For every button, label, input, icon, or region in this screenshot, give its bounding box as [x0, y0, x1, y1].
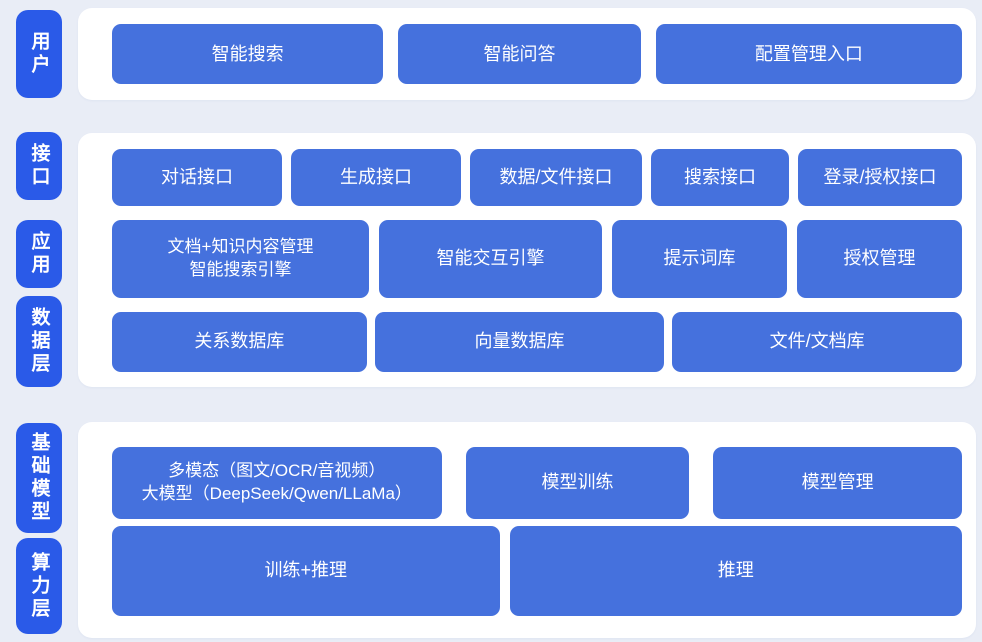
block-file-doc-store: 文件/文档库 — [672, 311, 962, 372]
block-prompt-library: 提示词库 — [612, 219, 787, 298]
layer-label-application: 应用 — [16, 220, 62, 288]
block-config-management-entry: 配置管理入口 — [655, 24, 962, 84]
block-doc-knowledge-line1: 文档+知识内容管理 — [167, 236, 314, 256]
block-training-inference: 训练+推理 — [112, 525, 500, 616]
layer-label-compute-layer-text: 算力层 — [28, 551, 50, 621]
block-login-auth-api: 登录/授权接口 — [798, 148, 962, 206]
block-search-api: 搜索接口 — [651, 148, 789, 206]
panel-model-compute-section: 多模态（图文/OCR/音视频） 大模型（DeepSeek/Qwen/LLaMa）… — [78, 422, 976, 638]
block-relational-db: 关系数据库 — [112, 311, 367, 372]
row-foundation-models: 多模态（图文/OCR/音视频） 大模型（DeepSeek/Qwen/LLaMa）… — [112, 446, 962, 519]
layer-label-user: 用户 — [16, 10, 62, 98]
block-model-management: 模型管理 — [713, 446, 962, 519]
block-smart-search: 智能搜索 — [112, 24, 384, 84]
block-model-training: 模型训练 — [465, 446, 690, 519]
layer-label-interface: 接口 — [16, 132, 62, 200]
block-smart-qa: 智能问答 — [398, 24, 641, 84]
block-data-file-api: 数据/文件接口 — [470, 148, 642, 206]
block-interactive-engine: 智能交互引擎 — [379, 219, 602, 298]
block-inference: 推理 — [509, 525, 962, 616]
row-interfaces: 对话接口 生成接口 数据/文件接口 搜索接口 登录/授权接口 — [112, 148, 962, 206]
block-doc-knowledge-search-engine: 文档+知识内容管理 智能搜索引擎 — [112, 219, 369, 298]
panel-interface-app-data-section: 对话接口 生成接口 数据/文件接口 搜索接口 登录/授权接口 文档+知识内容管理… — [78, 133, 976, 387]
layer-label-user-text: 用户 — [28, 31, 50, 77]
block-auth-management: 授权管理 — [797, 219, 962, 298]
block-vector-db: 向量数据库 — [374, 311, 665, 372]
row-data-stores: 关系数据库 向量数据库 文件/文档库 — [112, 311, 962, 372]
row-user-entries: 智能搜索 智能问答 配置管理入口 — [112, 24, 962, 84]
block-dialog-api: 对话接口 — [112, 148, 282, 206]
layer-label-application-text: 应用 — [28, 231, 50, 277]
layer-label-foundation-model-text: 基础模型 — [28, 432, 50, 524]
block-doc-knowledge-line2: 智能搜索引擎 — [189, 259, 292, 279]
row-applications: 文档+知识内容管理 智能搜索引擎 智能交互引擎 提示词库 授权管理 — [112, 219, 962, 298]
layer-label-foundation-model: 基础模型 — [16, 423, 62, 533]
block-multimodal-line1: 多模态（图文/OCR/音视频） — [168, 460, 386, 480]
block-generation-api: 生成接口 — [291, 148, 461, 206]
block-multimodal-line2: 大模型（DeepSeek/Qwen/LLaMa） — [141, 483, 412, 503]
panel-user-section: 智能搜索 智能问答 配置管理入口 — [78, 8, 976, 100]
layer-label-interface-text: 接口 — [28, 143, 50, 189]
layer-label-data-layer-text: 数据层 — [28, 307, 50, 376]
block-multimodal-llm: 多模态（图文/OCR/音视频） 大模型（DeepSeek/Qwen/LLaMa） — [112, 446, 442, 519]
layer-label-data-layer: 数据层 — [16, 296, 62, 387]
row-compute: 训练+推理 推理 — [112, 525, 962, 616]
layer-label-compute-layer: 算力层 — [16, 538, 62, 634]
